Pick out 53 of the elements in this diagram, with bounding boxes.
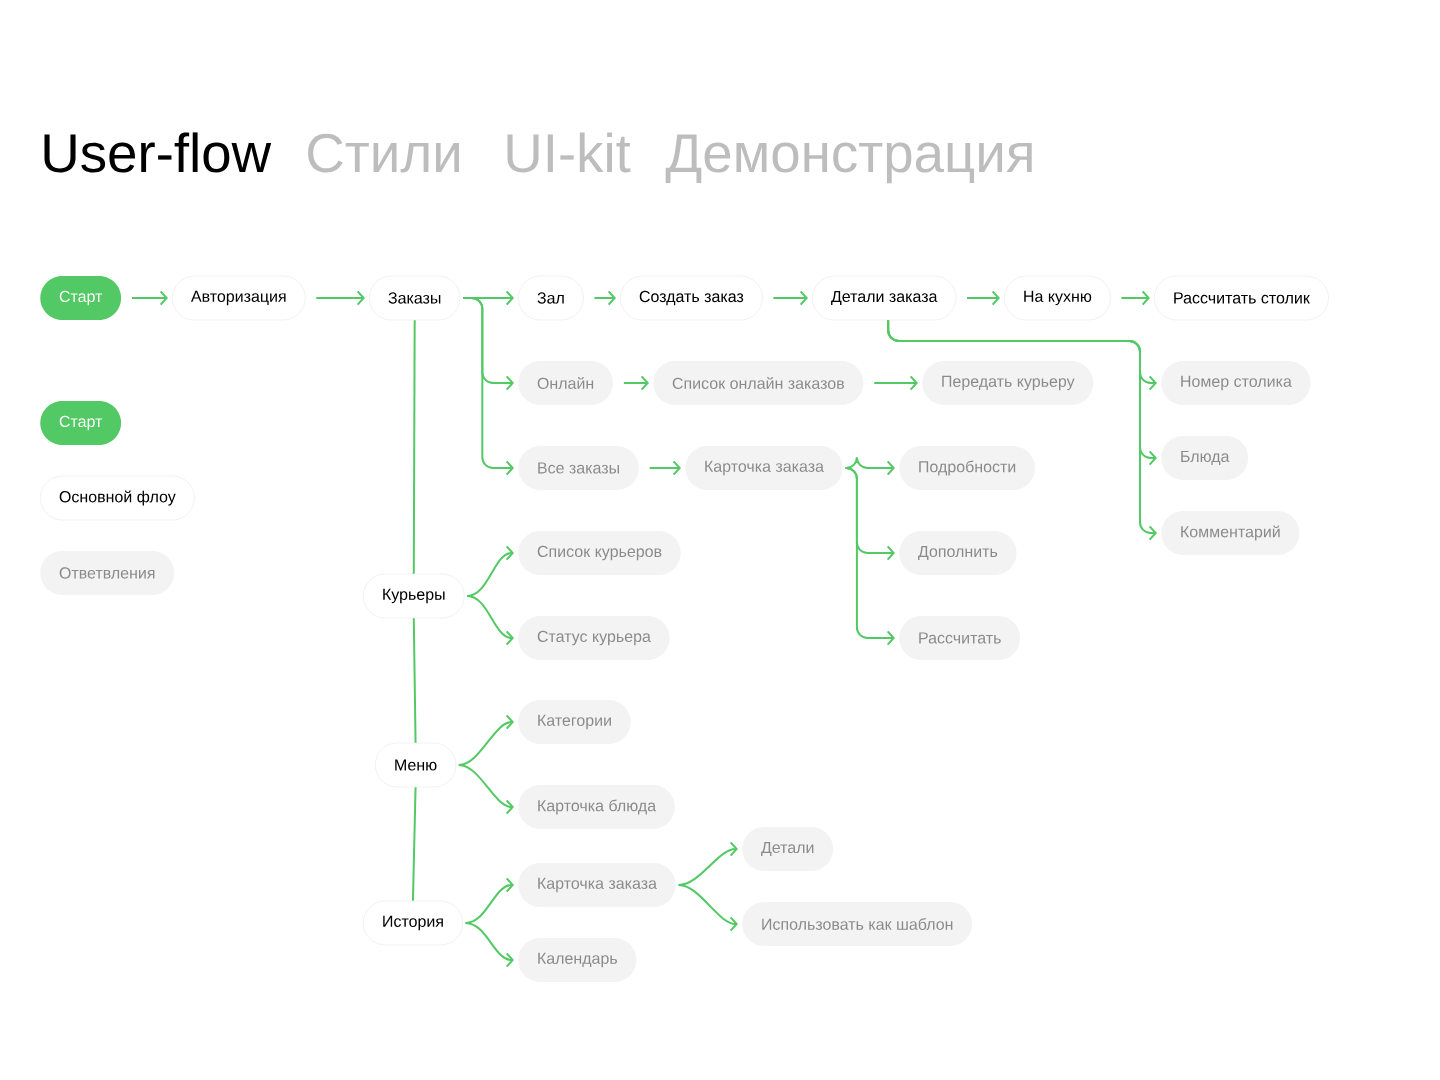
- branch-step-pill: Все заказы: [518, 446, 639, 490]
- branch-step-pill: Статус курьера: [518, 616, 670, 660]
- arrow: [966, 290, 1000, 306]
- branch-step-pill: Использовать как шаблон: [742, 902, 973, 946]
- tab-label: Стили: [308, 133, 459, 173]
- branch-step-pill: Передать курьеру: [922, 361, 1094, 405]
- flow-step-pill: Детали заказа: [812, 275, 957, 321]
- arrow: [1120, 290, 1150, 306]
- flow-step-pill: Авторизация: [172, 275, 306, 321]
- branch-step-pill: Карточка заказа: [518, 863, 676, 907]
- legend-item: Старт: [40, 401, 122, 445]
- legend-item: Основной флоу: [40, 475, 195, 521]
- arrow: [622, 375, 649, 391]
- arrow: [464, 922, 514, 968]
- arrow: [887, 319, 1157, 541]
- arrow: [844, 467, 895, 646]
- flow-step-pill: Зал: [518, 275, 584, 321]
- branch-step-pill: Блюда: [1161, 436, 1249, 480]
- branch-step-pill: Онлайн: [518, 361, 613, 405]
- page-title: User-flow: [44, 132, 272, 173]
- branch-step-pill: Карточка заказа: [685, 446, 843, 490]
- flow-step-pill: Курьеры: [363, 573, 465, 619]
- flow-step-pill: Заказы: [369, 275, 461, 321]
- arrow: [462, 297, 514, 476]
- branch-step-pill: Карточка блюда: [518, 785, 675, 829]
- legend-item: Ответвления: [40, 551, 175, 595]
- branch-step-pill: Дополнить: [899, 531, 1017, 575]
- flow-step-pill: История: [363, 900, 463, 946]
- arrow: [131, 290, 168, 306]
- branch-step-pill: Подробности: [899, 446, 1035, 490]
- branch-step-pill: Детали: [742, 827, 834, 871]
- branch-step-pill: Категории: [518, 700, 631, 744]
- flow-step-pill: На кухню: [1004, 275, 1111, 321]
- tab-label: Демонстрация: [665, 134, 1032, 184]
- arrow: [772, 290, 808, 306]
- arrow: [593, 290, 616, 306]
- arrow: [466, 595, 514, 646]
- flow-step-pill: Рассчитать столик: [1154, 275, 1329, 321]
- branch-step-pill: Номер столика: [1161, 361, 1311, 405]
- arrow: [648, 460, 681, 476]
- branch-step-pill: Список онлайн заказов: [653, 361, 864, 405]
- branch-step-pill: Комментарий: [1161, 511, 1300, 555]
- flow-step-pill: Меню: [375, 742, 457, 788]
- tab-label: UI-kit: [507, 132, 631, 173]
- flow-step-pill: Создать заказ: [620, 275, 763, 321]
- branch-step-pill: Рассчитать: [899, 616, 1021, 660]
- arrow: [873, 375, 918, 391]
- arrow: [457, 764, 514, 815]
- arrow: [315, 290, 365, 306]
- arrow: [677, 884, 738, 932]
- branch-step-pill: Список курьеров: [518, 531, 681, 575]
- branch-step-pill: Календарь: [518, 938, 637, 982]
- start-pill: Старт: [40, 276, 122, 320]
